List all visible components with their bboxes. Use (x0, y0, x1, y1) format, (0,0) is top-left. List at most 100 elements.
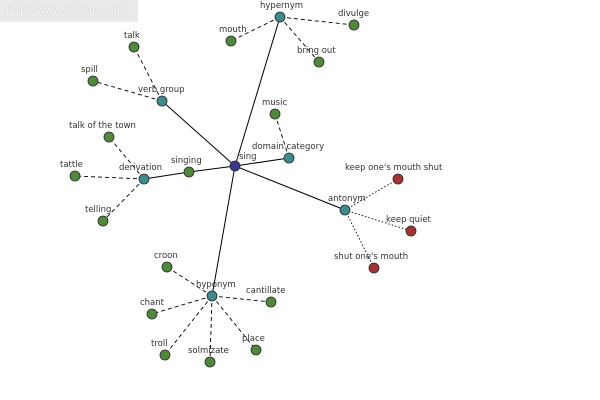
node-dot-hypernym[interactable] (274, 11, 286, 23)
node-dot-mouth[interactable] (225, 35, 237, 47)
node-label-chant: chant (140, 298, 165, 308)
node-mouth[interactable]: mouth (219, 25, 247, 47)
edge-domain-category-to-music (274, 113, 290, 159)
node-label-hyponym: hyponym (196, 280, 236, 290)
node-label-derivation: derivation (119, 163, 162, 173)
node-dot-croon[interactable] (161, 261, 173, 273)
node-solmizate[interactable]: solmizate (188, 346, 229, 368)
edge-hyponym-to-chant (151, 295, 213, 315)
node-bring-out[interactable]: bring out (297, 46, 336, 68)
node-label-music: music (262, 98, 287, 108)
node-label-bring-out: bring out (297, 46, 336, 56)
node-divulge[interactable]: divulge (338, 9, 369, 31)
node-label-spill: spill (81, 65, 98, 75)
node-spill[interactable]: spill (81, 65, 99, 87)
node-cantillate[interactable]: cantillate (246, 286, 285, 308)
node-dot-verb-group[interactable] (156, 95, 168, 107)
node-place[interactable]: place (242, 334, 265, 356)
node-label-domain-category: domain category (252, 142, 324, 152)
node-label-mouth: mouth (219, 25, 247, 35)
node-shut-mouth[interactable]: shut one's mouth (334, 252, 408, 274)
edge-sing-to-domain-category (234, 157, 290, 167)
node-dot-solmizate[interactable] (204, 356, 216, 368)
node-dot-talk-of-the-town[interactable] (103, 131, 115, 143)
node-label-place: place (242, 334, 265, 344)
edge-sing-to-hypernym (234, 16, 281, 167)
node-label-divulge: divulge (338, 9, 369, 19)
node-label-singing: singing (171, 156, 202, 166)
node-dot-divulge[interactable] (348, 19, 360, 31)
edge-derivation-to-talk-of-the-town (108, 136, 145, 180)
node-label-hypernym: hypernym (260, 1, 303, 11)
node-croon[interactable]: croon (154, 251, 178, 273)
node-dot-keep-mouth-shut[interactable] (392, 173, 404, 185)
node-dot-hyponym[interactable] (206, 290, 218, 302)
node-dot-cantillate[interactable] (265, 296, 277, 308)
node-talk[interactable]: talk (124, 31, 140, 53)
node-keep-quiet[interactable]: keep quiet (386, 215, 432, 237)
node-label-cantillate: cantillate (246, 286, 285, 296)
edge-hyponym-to-troll (164, 295, 213, 356)
node-dot-tattle[interactable] (69, 170, 81, 182)
node-dot-troll[interactable] (159, 349, 171, 361)
node-telling[interactable]: telling (85, 205, 111, 227)
edge-hyponym-to-cantillate (211, 295, 272, 303)
node-dot-spill[interactable] (87, 75, 99, 87)
node-dot-chant[interactable] (146, 308, 158, 320)
node-label-solmizate: solmizate (188, 346, 229, 356)
node-verb-group[interactable]: verb group (138, 85, 185, 107)
node-label-troll: troll (151, 339, 168, 349)
edge-sing-to-hyponym (211, 165, 236, 297)
node-label-keep-mouth-shut: keep one's mouth shut (345, 163, 443, 173)
site-watermark: http://www.artikata.com (0, 0, 138, 22)
edge-verb-group-to-spill (92, 80, 163, 102)
node-dot-keep-quiet[interactable] (405, 225, 417, 237)
node-chant[interactable]: chant (140, 298, 165, 320)
node-talk-of-the-town[interactable]: talk of the town (69, 121, 136, 143)
node-tattle[interactable]: tattle (60, 160, 83, 182)
node-dot-place[interactable] (250, 344, 262, 356)
node-label-talk-of-the-town: talk of the town (69, 121, 136, 131)
node-dot-bring-out[interactable] (313, 56, 325, 68)
node-singing[interactable]: singing (171, 156, 202, 178)
node-dot-singing[interactable] (183, 166, 195, 178)
edge-verb-group-to-talk (133, 46, 163, 102)
node-antonym[interactable]: antonym (328, 194, 366, 216)
node-label-croon: croon (154, 251, 178, 261)
graph-nodes: sing hypernym verb group derivation domain c… (60, 1, 443, 368)
edge-hyponym-to-place (211, 295, 257, 351)
node-dot-sing[interactable] (229, 160, 241, 172)
node-troll[interactable]: troll (151, 339, 171, 361)
node-hyponym[interactable]: hyponym (196, 280, 236, 302)
edge-hypernym-to-mouth (230, 16, 281, 42)
node-keep-mouth-shut[interactable]: keep one's mouth shut (345, 163, 443, 185)
node-music[interactable]: music (262, 98, 287, 120)
node-dot-music[interactable] (269, 108, 281, 120)
edge-antonym-to-keep-quiet (344, 209, 412, 232)
node-dot-derivation[interactable] (138, 173, 150, 185)
edge-hyponym-to-croon (166, 266, 213, 297)
node-dot-antonym[interactable] (339, 204, 351, 216)
node-domain-category[interactable]: domain category (252, 142, 324, 164)
node-dot-talk[interactable] (128, 41, 140, 53)
edge-antonym-to-shut-mouth (344, 209, 375, 269)
node-dot-telling[interactable] (97, 215, 109, 227)
node-label-sing: sing (239, 152, 257, 162)
node-dot-domain-category[interactable] (283, 152, 295, 164)
edge-sing-to-singing (188, 165, 236, 173)
edge-hypernym-to-divulge (279, 16, 355, 26)
graph-edges (74, 16, 412, 363)
edge-sing-to-antonym (234, 165, 346, 211)
node-label-keep-quiet: keep quiet (386, 215, 432, 225)
node-derivation[interactable]: derivation (119, 163, 162, 185)
node-dot-shut-mouth[interactable] (368, 262, 380, 274)
node-label-tattle: tattle (60, 160, 83, 170)
node-label-telling: telling (85, 205, 111, 215)
node-label-verb-group: verb group (138, 85, 185, 95)
node-sing[interactable]: sing (229, 152, 257, 172)
edge-singing-to-derivation (143, 171, 190, 180)
edge-derivation-to-tattle (74, 175, 145, 180)
edge-sing-to-verb-group (161, 100, 236, 167)
node-hypernym[interactable]: hypernym (260, 1, 303, 23)
